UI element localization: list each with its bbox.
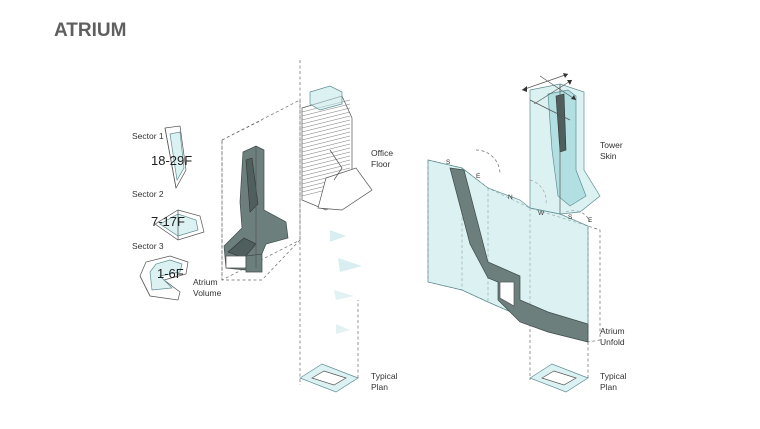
atrium-volume-label-1: Atrium	[193, 277, 218, 287]
typical-plan-left-label-1: Typical	[371, 371, 398, 381]
typical-plan-right-label-1: Typical	[600, 371, 627, 381]
office-floor-line	[301, 155, 351, 169]
office-floor-label-2: Floor	[371, 159, 391, 169]
rotation-arrows-icon	[521, 73, 577, 105]
office-floor-line	[301, 147, 351, 161]
office-floor-line	[301, 139, 351, 153]
typical-plan-left	[299, 300, 359, 393]
compass-e2: E	[588, 217, 593, 224]
typical-plan-right-label-2: Plan	[600, 382, 617, 392]
sector-3-floors: 1-6F	[157, 266, 184, 281]
left-atrium-volume	[223, 145, 289, 273]
left-dashed-frame	[221, 60, 301, 385]
office-floor-line	[301, 167, 351, 181]
atrium-unfold-label-2: Unfold	[600, 337, 625, 347]
page-title: ATRIUM	[54, 20, 127, 41]
compass-s2: S	[568, 214, 573, 221]
office-floor-line	[301, 135, 351, 149]
office-floor-line	[301, 107, 351, 121]
office-tower	[301, 85, 373, 211]
office-floor-line	[301, 103, 351, 117]
compass-e: E	[476, 173, 481, 180]
office-floor-line	[301, 143, 351, 157]
sector-3-volume	[139, 255, 189, 301]
office-floor-line	[301, 127, 351, 141]
atrium-volume-label-2: Volume	[193, 288, 222, 298]
office-floor-line	[301, 115, 351, 129]
typical-plan-left-label-2: Plan	[371, 382, 388, 392]
office-floor-line	[301, 119, 351, 133]
sector-1-label: Sector 1	[132, 131, 164, 141]
sector-1-floors: 18-29F	[151, 153, 192, 168]
compass-n: N	[508, 194, 513, 201]
atrium-unfold-surface	[427, 159, 589, 343]
office-reflection	[330, 230, 362, 334]
compass-w: W	[538, 210, 545, 217]
compass-s: S	[446, 159, 451, 166]
office-floor-line	[301, 123, 351, 137]
office-floor-line	[301, 151, 351, 165]
sector-2-label: Sector 2	[132, 189, 164, 199]
typical-plan-right	[529, 342, 589, 393]
office-floor-line	[301, 159, 351, 173]
office-floor-line	[301, 111, 351, 125]
tower-skin-label-2: Skin	[600, 151, 617, 161]
office-floor-line	[301, 131, 351, 145]
office-floor-line	[301, 163, 351, 177]
tower-skin	[529, 83, 601, 215]
sector-2-floors: 7-17F	[151, 214, 185, 229]
tower-skin-label-1: Tower	[600, 140, 623, 150]
sector-3-label: Sector 3	[132, 241, 164, 251]
office-floor-label-1: Office	[371, 148, 393, 158]
sector-2-volume	[154, 209, 205, 241]
atrium-unfold-label-1: Atrium	[600, 326, 625, 336]
sector-1-volume	[164, 125, 187, 190]
